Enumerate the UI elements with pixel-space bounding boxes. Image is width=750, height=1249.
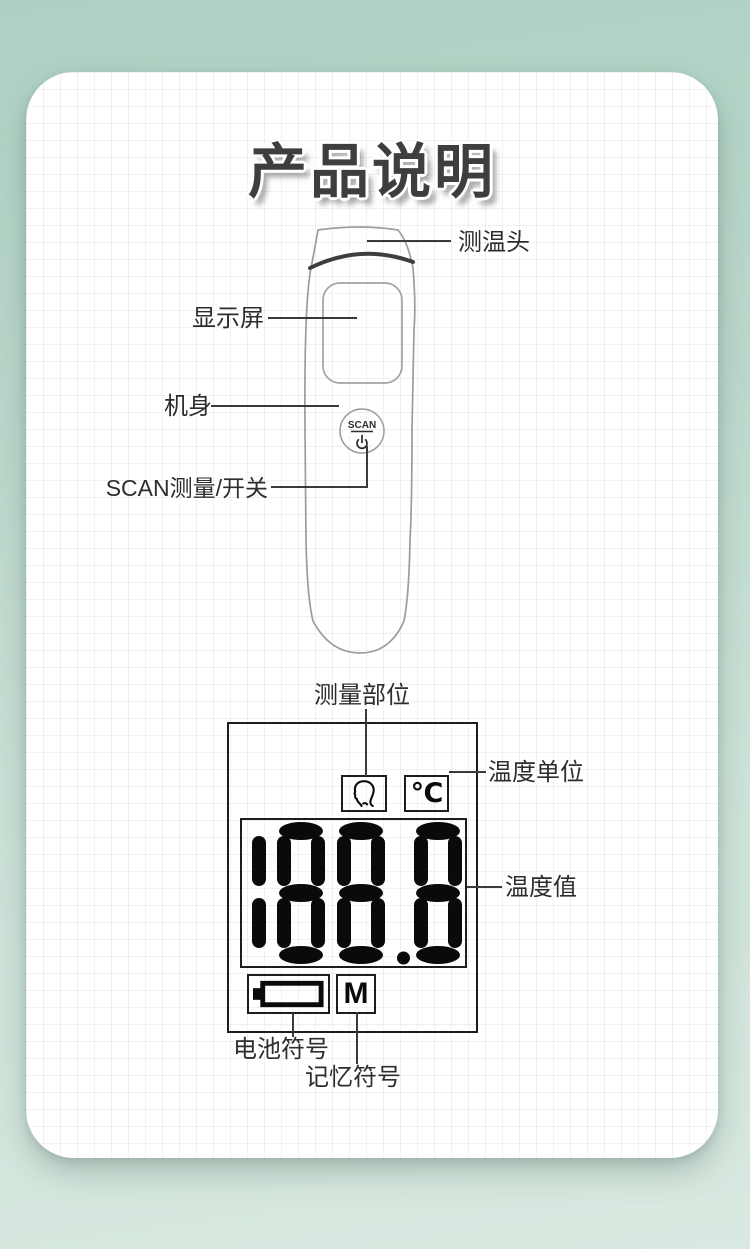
leader-probe	[367, 240, 451, 242]
label-temp-value: 温度值	[505, 874, 577, 901]
label-screen: 显示屏	[192, 305, 264, 332]
leader-scan-horizontal	[271, 486, 368, 488]
leader-scan-vertical	[366, 446, 368, 488]
thermometer-illustration: SCAN	[304, 226, 416, 654]
label-battery: 电池符号	[233, 1036, 329, 1063]
site-icon-box	[341, 775, 387, 812]
scan-button-label: SCAN	[348, 420, 376, 431]
label-temp-unit: 温度单位	[488, 759, 584, 786]
probe-arc	[308, 251, 415, 270]
leader-body	[211, 405, 339, 407]
battery-icon	[252, 980, 324, 1008]
page-title: 产品说明	[247, 139, 496, 205]
leader-site	[365, 709, 367, 776]
leader-unit	[449, 771, 486, 773]
battery-box	[247, 974, 330, 1014]
lcd-digits-box	[240, 818, 467, 968]
head-profile-icon	[353, 779, 375, 807]
label-probe: 测温头	[458, 229, 530, 256]
device-screen	[322, 282, 403, 384]
leader-value	[467, 886, 502, 888]
lcd-frame	[227, 722, 478, 1033]
memory-symbol: M	[343, 977, 369, 1010]
label-measure-site: 测量部位	[314, 682, 410, 709]
leader-memory	[356, 1012, 358, 1064]
label-body: 机身	[164, 393, 212, 420]
label-scan-switch: SCAN测量/开关	[105, 475, 268, 501]
label-memory: 记忆符号	[305, 1064, 401, 1091]
leader-battery	[292, 1013, 294, 1037]
power-icon	[356, 434, 368, 450]
leader-screen	[268, 317, 357, 319]
scan-button	[339, 408, 385, 454]
celsius-symbol: ℃	[410, 778, 444, 808]
unit-box: ℃	[404, 775, 449, 812]
lcd-digits	[252, 822, 462, 965]
memory-box: M	[336, 974, 376, 1014]
